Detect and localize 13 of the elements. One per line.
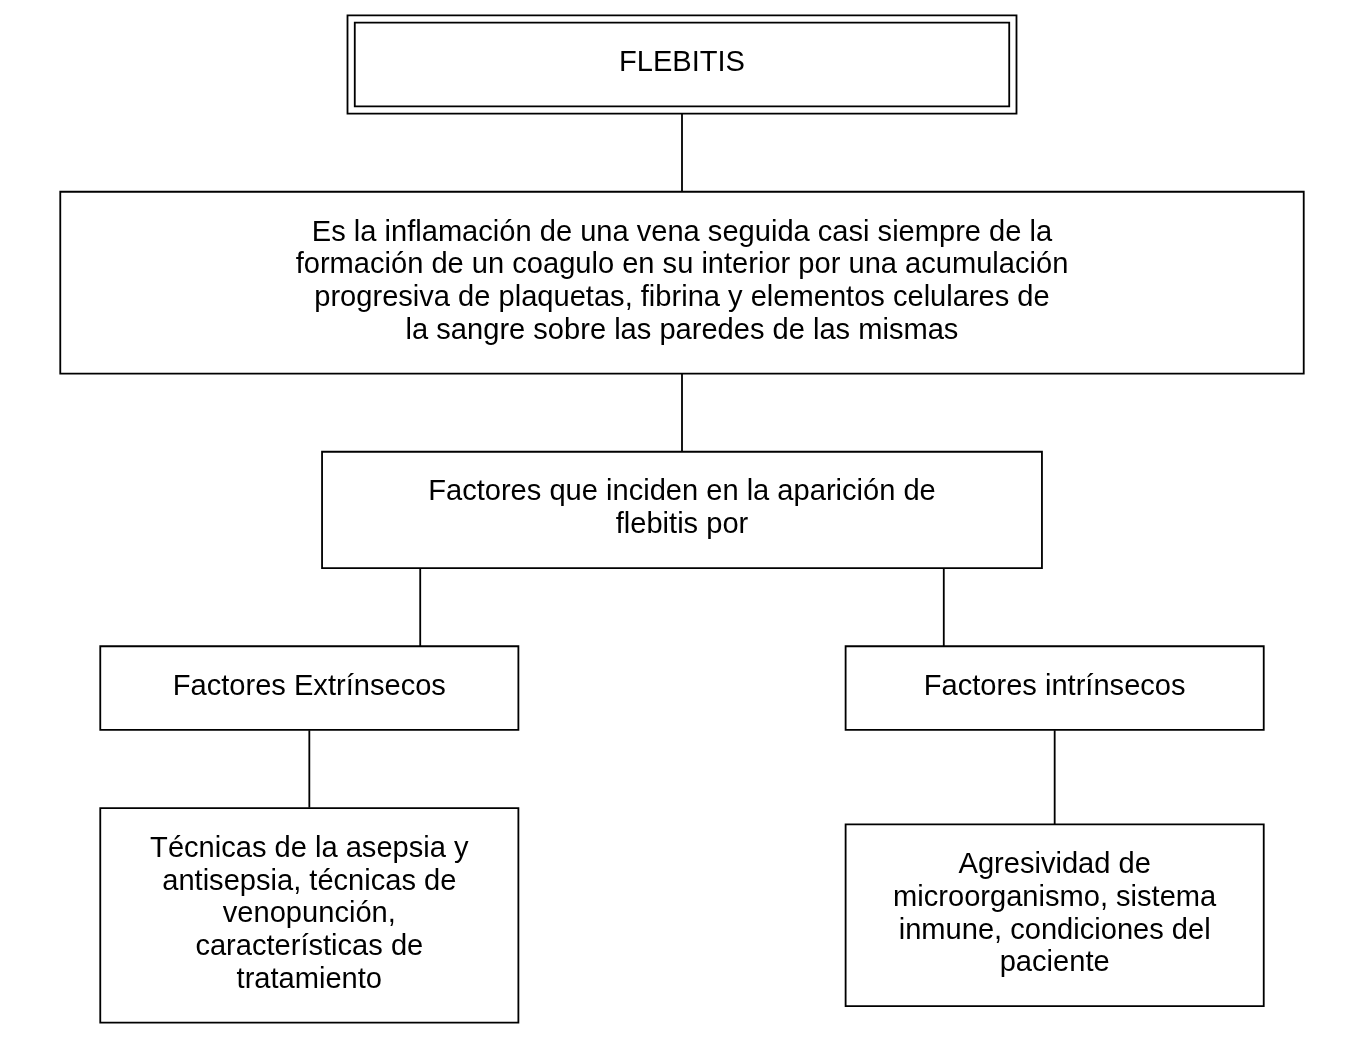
- connector: [681, 372, 683, 453]
- node-box: Agresividad de microorganismo, sistema inmune, condiciones del paciente: [844, 823, 1265, 1008]
- node-box: Es la inflamación de una vena seguida casi siempre de la formación de un coagulo en su interior por una acumulación progresiva de plaquetas, fibrina y elementos celulares de la sangre sobre las paredes de las mismas: [59, 190, 1305, 375]
- connector: [308, 729, 311, 809]
- connector: [942, 567, 945, 647]
- node-box: Factores que inciden en la aparición de flebitis por: [321, 450, 1043, 569]
- node-box: Técnicas de la asepsia y antisepsia, técnicas de venopunción, características de tratamiento: [99, 807, 520, 1024]
- connector: [681, 113, 683, 193]
- connector: [1053, 729, 1056, 826]
- node-box: FLEBITIS: [346, 14, 1018, 115]
- node-box: Factores Extrínsecos: [99, 645, 520, 731]
- connector: [419, 567, 422, 647]
- node-box: Factores intrínsecos: [844, 645, 1265, 731]
